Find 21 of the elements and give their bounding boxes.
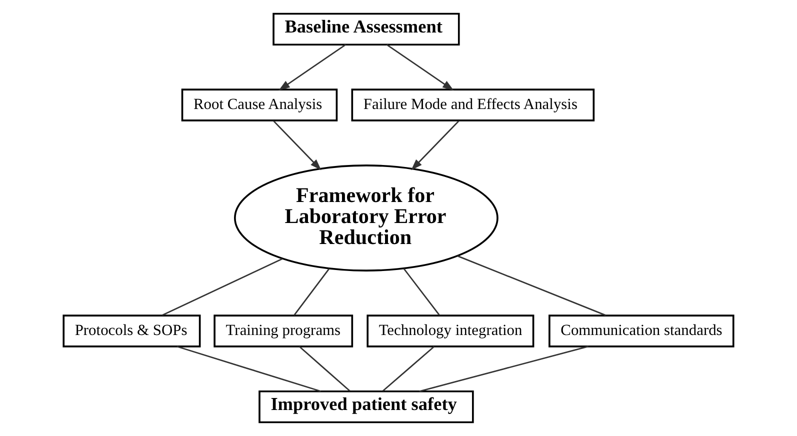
node-box: Protocols & SOPs: [62, 314, 201, 348]
connector: [457, 255, 606, 316]
node-box: Failure Mode and Effects Analysis: [351, 88, 595, 122]
node-box: Baseline Assessment: [272, 12, 460, 46]
arrow: [386, 44, 454, 90]
connector: [298, 346, 350, 392]
connector: [419, 346, 589, 392]
connector: [294, 268, 330, 316]
connector: [382, 346, 435, 392]
connector: [176, 346, 321, 392]
connector: [162, 258, 282, 316]
node-box: Technology integration: [366, 314, 534, 348]
node-ellipse: Framework for Laboratory Error Reduction: [234, 164, 498, 272]
arrow: [411, 120, 460, 170]
node-box: Communication standards: [548, 314, 734, 348]
arrow: [272, 120, 322, 170]
node-box: Improved patient safety: [258, 390, 474, 424]
connector: [403, 268, 440, 316]
node-box: Root Cause Analysis: [181, 88, 338, 122]
arrow: [278, 44, 346, 90]
node-box: Training programs: [214, 314, 354, 348]
